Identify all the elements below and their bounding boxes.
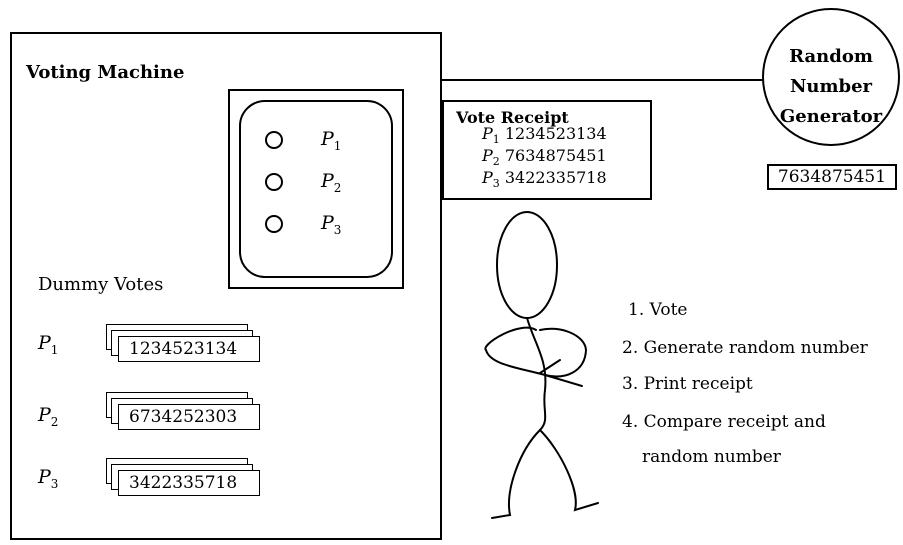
dummy-vote-row-2: P2 6734252303 xyxy=(38,392,298,442)
voting-machine: Voting Machine P1 P2 P3 Dummy Votes P1 xyxy=(10,32,442,540)
random-number-generator: Random Number Generator xyxy=(762,8,900,146)
rng-label-line2: Number xyxy=(789,76,873,97)
dummy-vote-party: P3 xyxy=(38,466,59,491)
ballot-frame: P1 P2 P3 xyxy=(228,89,404,289)
vote-receipt-title: Vote Receipt xyxy=(456,108,569,127)
ballot-option-1[interactable]: P1 xyxy=(265,126,385,156)
rng-value: 7634875451 xyxy=(767,164,897,190)
receipt-line-3: P3 3422335718 xyxy=(482,168,607,191)
ballot-option-label: P1 xyxy=(321,128,342,153)
receipt-line-2: P2 7634875451 xyxy=(482,146,607,169)
ballot-option-label: P3 xyxy=(321,212,342,237)
vote-receipt: Vote Receipt P1 1234523134 P2 7634875451… xyxy=(442,100,652,200)
ballot-option-3[interactable]: P3 xyxy=(265,210,385,240)
voting-machine-title: Voting Machine xyxy=(26,62,185,83)
step-2: 2. Generate random number xyxy=(622,338,868,358)
ballot-option-label: P2 xyxy=(321,170,342,195)
rng-label-line3: Generator xyxy=(779,106,883,127)
radio-circle-checked-icon[interactable] xyxy=(265,173,283,191)
ballot-screen: P1 P2 P3 xyxy=(239,100,393,278)
step-4-continued: random number xyxy=(642,447,781,467)
ballot-option-2[interactable]: P2 xyxy=(265,168,385,198)
radio-circle-icon[interactable] xyxy=(265,215,283,233)
voter-figure xyxy=(484,211,599,519)
dummy-votes-title: Dummy Votes xyxy=(38,274,164,295)
dummy-vote-number: 6734252303 xyxy=(118,404,260,430)
step-4: 4. Compare receipt and xyxy=(622,412,826,432)
dummy-vote-number: 3422335718 xyxy=(118,470,260,496)
radio-circle-icon[interactable] xyxy=(265,131,283,149)
dummy-vote-row-1: P1 1234523134 xyxy=(38,324,298,374)
dummy-vote-number: 1234523134 xyxy=(118,336,260,362)
receipt-line-1: P1 1234523134 xyxy=(482,124,607,147)
rng-label-line1: Random xyxy=(789,46,873,67)
step-1: 1. Vote xyxy=(628,300,688,320)
dummy-vote-party: P2 xyxy=(38,404,59,429)
step-3: 3. Print receipt xyxy=(622,374,753,394)
dummy-vote-party: P1 xyxy=(38,332,59,357)
dummy-vote-row-3: P3 3422335718 xyxy=(38,458,298,508)
